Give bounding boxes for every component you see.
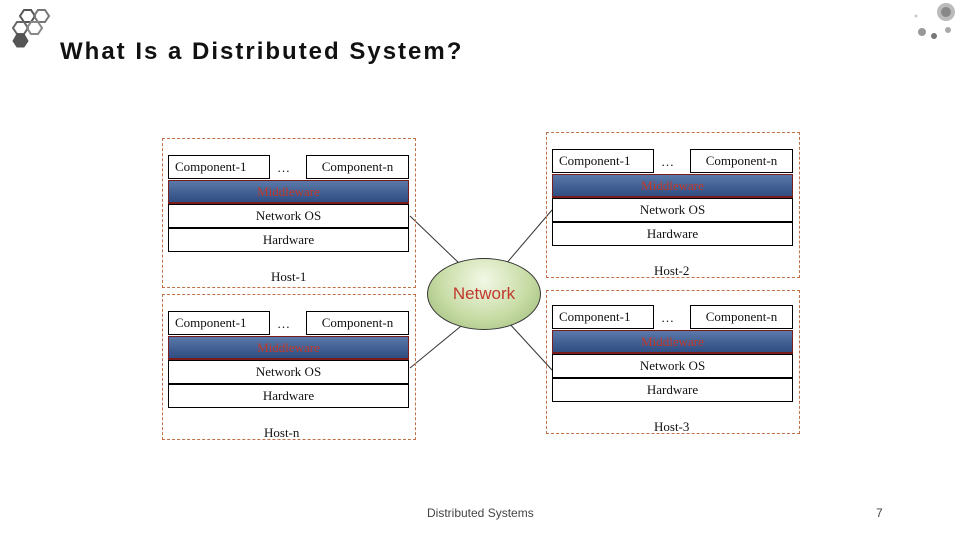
host-3-hardware: Hardware [552, 378, 793, 402]
footer-text: Distributed Systems [427, 506, 534, 520]
host-3-label: Host-3 [654, 419, 690, 434]
host-1-box [162, 138, 416, 288]
link-host-3 [507, 321, 553, 371]
slide-title: What Is a Distributed System? [60, 38, 464, 65]
page-number: 7 [876, 506, 883, 520]
host-1-component-last: Component-n [306, 155, 409, 179]
host-2-component-last: Component-n [690, 149, 793, 173]
host-n-middleware: Middleware [168, 336, 409, 360]
decorative-corner-icon [914, 3, 955, 39]
link-host-2 [504, 209, 553, 266]
link-host-1 [409, 215, 463, 267]
host-2-box [546, 132, 800, 278]
host-2-network-os: Network OS [552, 198, 793, 222]
host-2-label: Host-2 [654, 263, 690, 278]
host-1-component-first: Component-1 [168, 155, 270, 179]
host-3-component-first: Component-1 [552, 305, 654, 329]
host-n-ellipsis: … [277, 316, 290, 331]
host-2-component-first: Component-1 [552, 149, 654, 173]
host-3-ellipsis: … [661, 310, 674, 325]
host-3-network-os: Network OS [552, 354, 793, 378]
hexagon-logo-icon [11, 9, 51, 48]
host-1-label: Host-1 [271, 269, 307, 284]
host-n-box [162, 294, 416, 440]
host-n-label: Host-n [264, 425, 300, 440]
host-1-middleware: Middleware [168, 180, 409, 204]
host-3-component-last: Component-n [690, 305, 793, 329]
link-host-n [409, 321, 467, 369]
host-2-hardware: Hardware [552, 222, 793, 246]
host-1-hardware: Hardware [168, 228, 409, 252]
host-3-middleware: Middleware [552, 330, 793, 354]
host-2-ellipsis: … [661, 154, 674, 169]
host-n-hardware: Hardware [168, 384, 409, 408]
host-n-network-os: Network OS [168, 360, 409, 384]
host-n-component-last: Component-n [306, 311, 409, 335]
host-1-ellipsis: … [277, 160, 290, 175]
host-2-middleware: Middleware [552, 174, 793, 198]
host-n-component-first: Component-1 [168, 311, 270, 335]
host-1-network-os: Network OS [168, 204, 409, 228]
host-3-box [546, 290, 800, 434]
network-label: Network [452, 284, 516, 303]
network-node: Network [427, 258, 541, 330]
